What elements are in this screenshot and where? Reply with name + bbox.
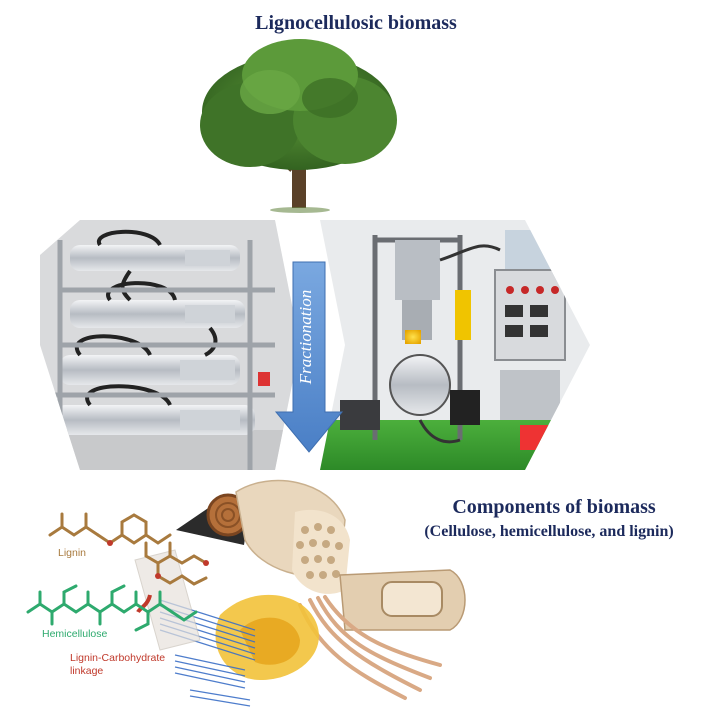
- fractionation-arrow: [274, 261, 344, 453]
- hemicellulose-label: Hemicellulose: [42, 628, 108, 640]
- membrane-system-photo: [40, 220, 300, 470]
- fractionation-label: Fractionation: [296, 289, 315, 385]
- components-subtitle: (Cellulose, hemicellulose, and lignin): [424, 523, 674, 540]
- components-title: Components of biomass: [452, 496, 656, 518]
- tree-illustration: [200, 39, 397, 213]
- lcc-bond: [136, 594, 152, 614]
- biomass-structure-illustration: [134, 479, 466, 707]
- lcc-label-line2: linkage: [70, 665, 104, 677]
- diagram-title: Lignocellulosic biomass: [255, 12, 457, 34]
- reactor-system-photo: [320, 220, 590, 470]
- lcc-label-line1: Lignin-Carbohydrate: [70, 652, 166, 664]
- hemicellulose-molecule: [26, 584, 198, 632]
- lignin-label: Lignin: [58, 547, 87, 559]
